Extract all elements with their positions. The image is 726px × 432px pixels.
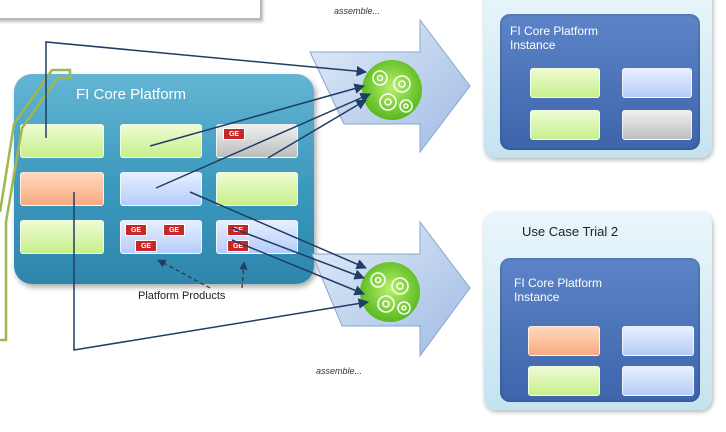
use-case-trial-2-title: Use Case Trial 2 [522,224,619,239]
gear-cluster-icon [362,60,422,120]
platform-block-ge-group-1: GE GE GE [120,220,202,254]
connector-line [189,191,367,270]
platform-products-label: Platform Products [138,290,226,302]
gear-cluster-icon [360,262,420,322]
platform-block-green-3 [216,172,298,206]
instance-2-block-blue-1 [622,326,694,356]
connector-line [231,227,365,280]
platform-block-gray: GE [216,124,298,158]
ge-badge: GE [163,224,185,236]
connector-line [267,99,367,159]
instance-1-block-green-2 [530,110,600,140]
ge-badge: GE [125,224,147,236]
platform-block-orange [20,172,104,206]
instance-1-title: FI Core Platform Instance [510,24,598,52]
dashed-pointer [239,261,248,289]
connector-line [149,83,366,147]
instance-title-line-1: FI Core Platform [510,24,599,38]
instance-2-block-orange [528,326,600,356]
connector-line [155,92,371,189]
instance-title-line-2: Instance [514,290,560,304]
connector-line [45,41,368,138]
ge-badge: GE [135,240,157,252]
top-callout-box [0,0,262,20]
ge-badge: GE [223,128,245,140]
platform-title: FI Core Platform [76,86,187,103]
instance-2-title: FI Core Platform Instance [514,276,602,304]
platform-block-blue [120,172,202,206]
connector-line [231,239,365,296]
platform-block-green-2 [120,124,202,158]
instance-2-block-blue-2 [622,366,694,396]
instance-2-block-green [528,366,600,396]
instance-1-block-gray [622,110,692,140]
assemble-label-top: assemble... [334,6,381,16]
connector-line [73,192,370,351]
instance-title-line-1: FI Core Platform [514,276,603,290]
left-callout-outline [0,68,72,342]
instance-1-block-blue [622,68,692,98]
instance-title-line-2: Instance [510,38,556,52]
assemble-label-bottom: assemble... [316,366,363,376]
platform-block-green-4 [20,220,104,254]
dashed-pointer [157,259,211,289]
instance-1-block-green-1 [530,68,600,98]
